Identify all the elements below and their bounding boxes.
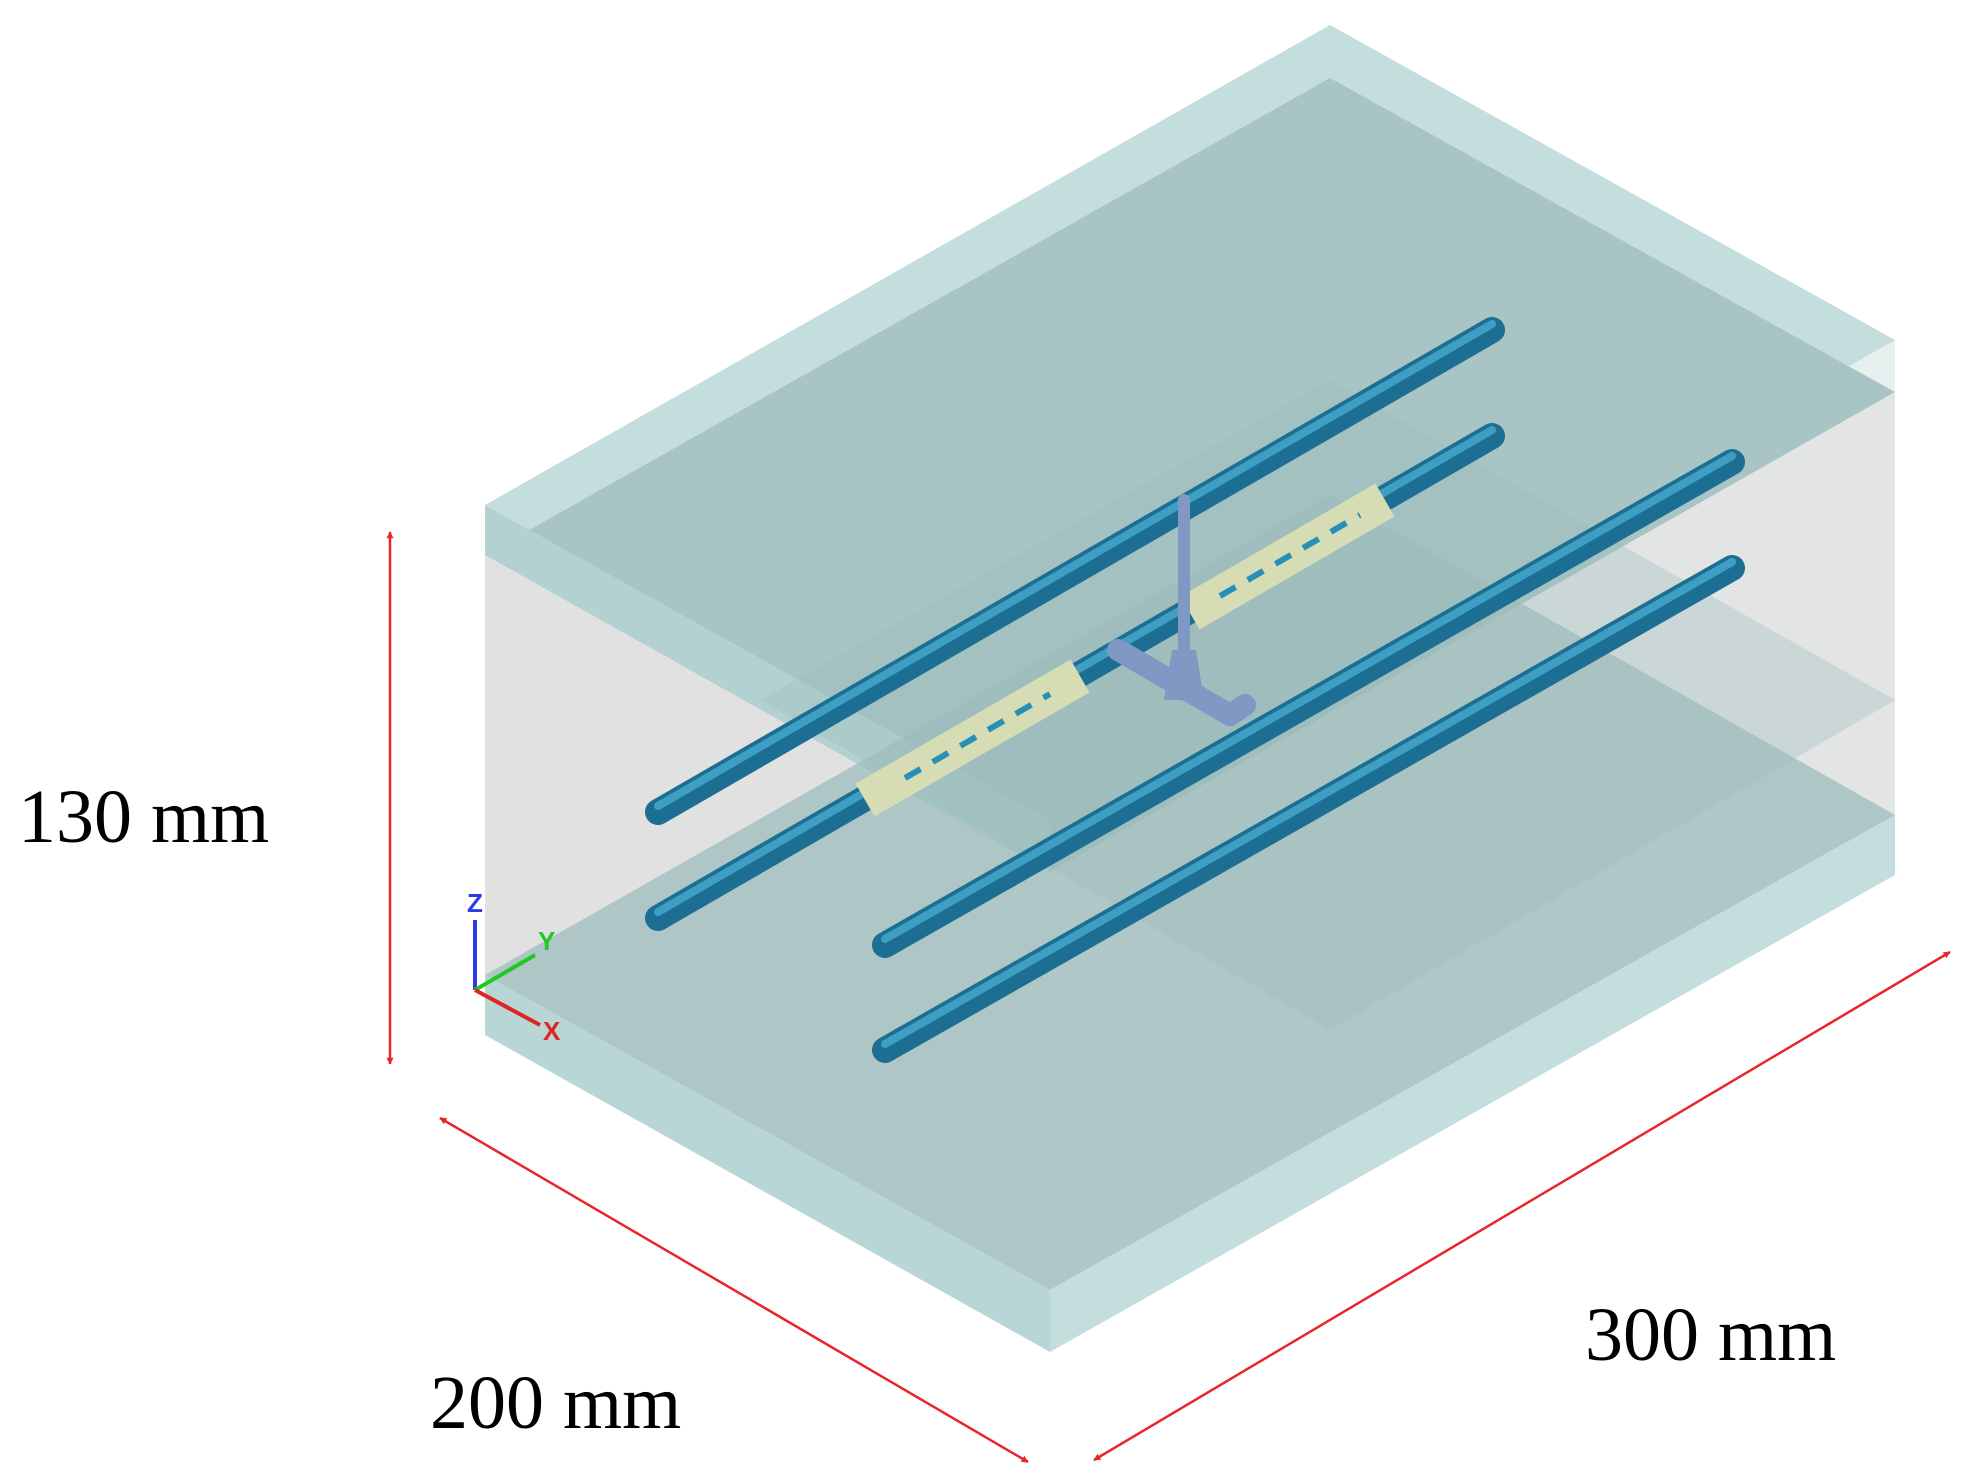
coupler-sleeves xyxy=(855,483,1395,817)
length-dimension-label: 300 mm xyxy=(1585,1293,1836,1377)
height-dimension-label: 130 mm xyxy=(18,775,269,859)
width-dimension-label: 200 mm xyxy=(430,1361,681,1445)
length-dimension-arrow xyxy=(1093,950,1951,1462)
axis-x-line xyxy=(474,988,541,1027)
xyz-axis-triad-icon: Z Y X xyxy=(467,888,561,1046)
axis-x-label: X xyxy=(543,1016,561,1046)
bottom-slab-top-face xyxy=(485,495,1895,1290)
rebar-bottom-front xyxy=(872,555,1745,1063)
axis-y-label: Y xyxy=(538,926,555,956)
top-slab-inner-face xyxy=(485,78,1895,872)
dimension-arrows xyxy=(386,531,1951,1464)
width-dimension-arrow xyxy=(439,1116,1029,1464)
rebar-top-rear xyxy=(645,317,1505,825)
rebar-bottom-rear xyxy=(872,449,1745,958)
grout-stem xyxy=(1107,494,1256,726)
axis-y-line xyxy=(473,953,537,992)
axis-z-label: Z xyxy=(467,888,483,918)
reinforcement-bars xyxy=(645,317,1745,1063)
